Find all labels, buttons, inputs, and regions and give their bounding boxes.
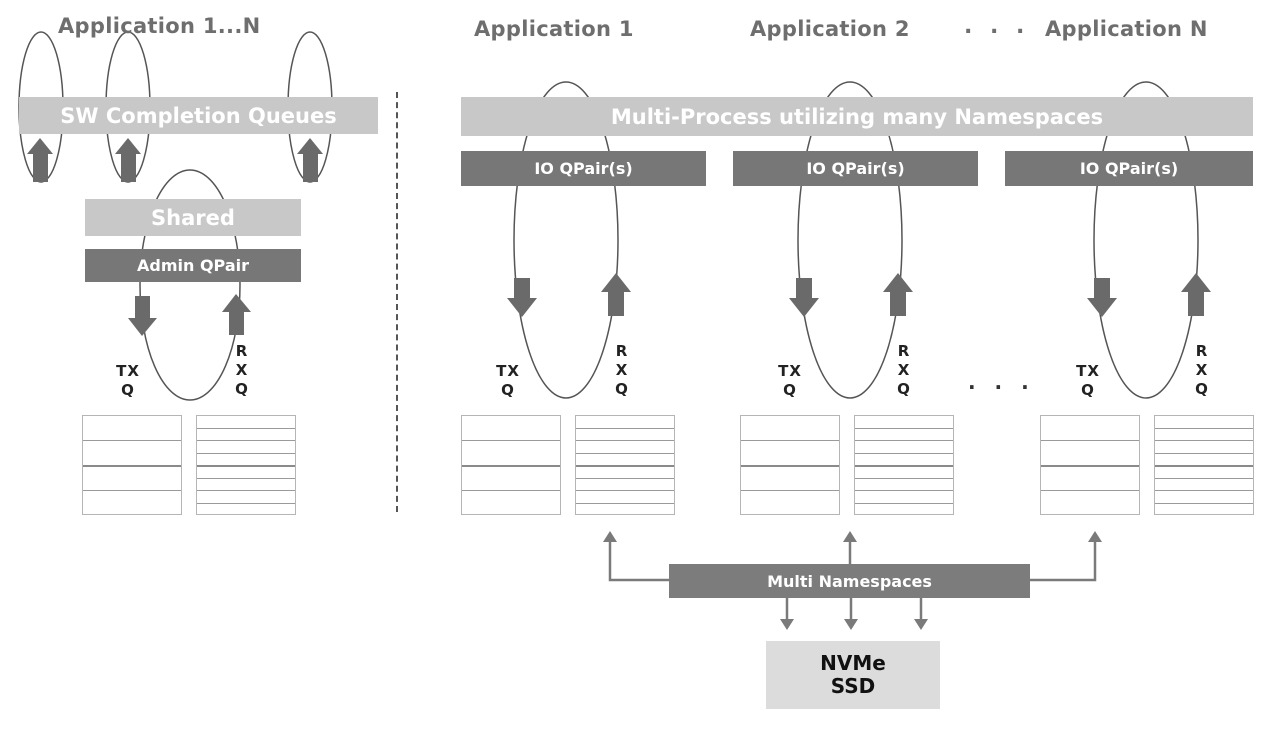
admin-qpair-bar: Admin QPair xyxy=(85,249,301,282)
appN-rx-queue xyxy=(1154,415,1254,515)
admin-loop xyxy=(139,169,241,401)
app1-tx-down-arrow xyxy=(507,278,537,317)
app1-rx-queue xyxy=(575,415,675,515)
appN-io-qpair-bar: IO QPair(s) xyxy=(1005,151,1253,186)
ssd-down-arrowheads xyxy=(780,619,928,630)
groups-ellipsis: . . . xyxy=(968,370,1035,394)
app2-tx-down-arrow xyxy=(789,278,819,317)
admin-rx-up-arrow xyxy=(222,294,251,335)
app2-header: Application 2 xyxy=(750,17,910,41)
left-app-header: Application 1...N xyxy=(58,14,261,38)
admin-rx-queue xyxy=(196,415,296,515)
appN-rx-up-arrow xyxy=(1181,273,1211,316)
app2-rx-up-arrow xyxy=(883,273,913,316)
ssd-label: SSD xyxy=(830,674,876,698)
shared-bar: Shared xyxy=(85,199,301,236)
nvme-label: NVMe xyxy=(820,651,886,675)
app1-loop xyxy=(513,81,619,399)
multi-process-bar: Multi-Process utilizing many Namespaces xyxy=(461,97,1253,136)
admin-tx-down-arrow xyxy=(128,296,157,336)
namespace-connectors xyxy=(608,538,1097,582)
admin-tx-queue xyxy=(82,415,182,515)
app2-io-qpair-bar: IO QPair(s) xyxy=(733,151,978,186)
appN-tx-down-arrow xyxy=(1087,278,1117,317)
app1-tx-queue xyxy=(461,415,561,515)
header-ellipsis: . . . xyxy=(964,14,1030,39)
panel-divider xyxy=(396,92,398,512)
app1-header: Application 1 xyxy=(474,17,634,41)
app2-loop xyxy=(797,81,903,399)
appN-header: Application N xyxy=(1045,17,1208,41)
sw-cq-up-arrow-3 xyxy=(297,138,323,182)
sw-completion-queues-bar: SW Completion Queues xyxy=(19,97,378,134)
sw-cq-up-arrow-2 xyxy=(115,138,141,182)
namespace-up-arrowheads xyxy=(603,531,1102,542)
appN-loop xyxy=(1093,81,1199,399)
appN-tx-queue xyxy=(1040,415,1140,515)
ssd-connectors xyxy=(785,598,923,621)
app2-tx-queue xyxy=(740,415,840,515)
app2-rx-queue xyxy=(854,415,954,515)
app1-io-qpair-bar: IO QPair(s) xyxy=(461,151,706,186)
nvme-ssd-box: NVMe SSD xyxy=(766,641,940,709)
app1-rx-up-arrow xyxy=(601,273,631,316)
multi-namespaces-bar: Multi Namespaces xyxy=(669,564,1030,598)
sw-cq-up-arrow-1 xyxy=(27,138,53,182)
